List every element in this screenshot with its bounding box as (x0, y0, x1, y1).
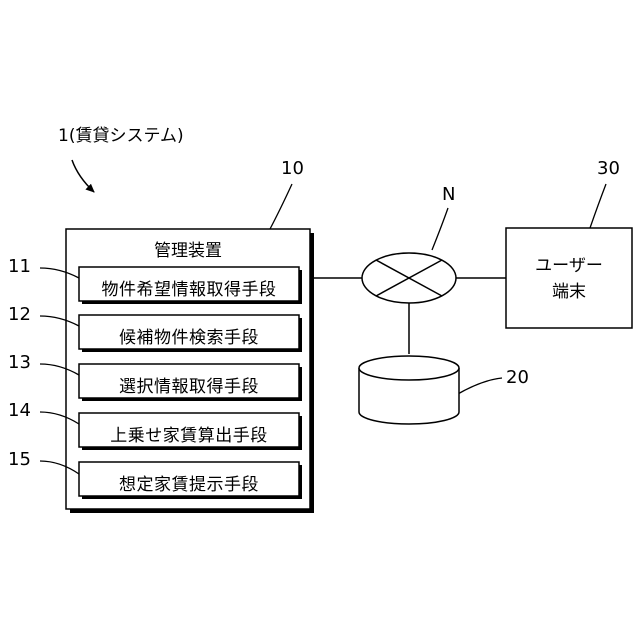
terminal-label-line1: ユーザー (506, 254, 632, 278)
ref-label-30: 30 (597, 160, 620, 178)
leader-line-10 (270, 184, 292, 229)
ref-label-12: 12 (8, 306, 31, 324)
leader-line-N (432, 208, 448, 250)
database-cylinder (359, 356, 459, 424)
ref-label-20: 20 (506, 369, 529, 387)
module-label-13: 選択情報取得手段 (79, 372, 299, 397)
leader-line-30 (590, 184, 606, 228)
system-pointer-arrow (72, 160, 94, 192)
ref-label-N: N (442, 186, 455, 204)
terminal-label-line2: 端末 (506, 280, 632, 304)
ref-label-14: 14 (8, 402, 31, 420)
module-label-12: 候補物件検索手段 (79, 323, 299, 348)
ref-label-10: 10 (281, 160, 304, 178)
ref-label-11: 11 (8, 258, 31, 276)
ref-label-15: 15 (8, 451, 31, 469)
module-label-15: 想定家賃提示手段 (79, 470, 299, 495)
management-title: 管理装置 (66, 236, 310, 261)
ref-label-13: 13 (8, 354, 31, 372)
user-terminal-box (506, 228, 632, 328)
system-label: 1(賃貸システム) (58, 128, 184, 145)
network-node (362, 253, 456, 303)
leader-line-20 (456, 378, 502, 395)
module-label-14: 上乗せ家賃算出手段 (79, 421, 299, 446)
module-label-11: 物件希望情報取得手段 (79, 275, 299, 300)
